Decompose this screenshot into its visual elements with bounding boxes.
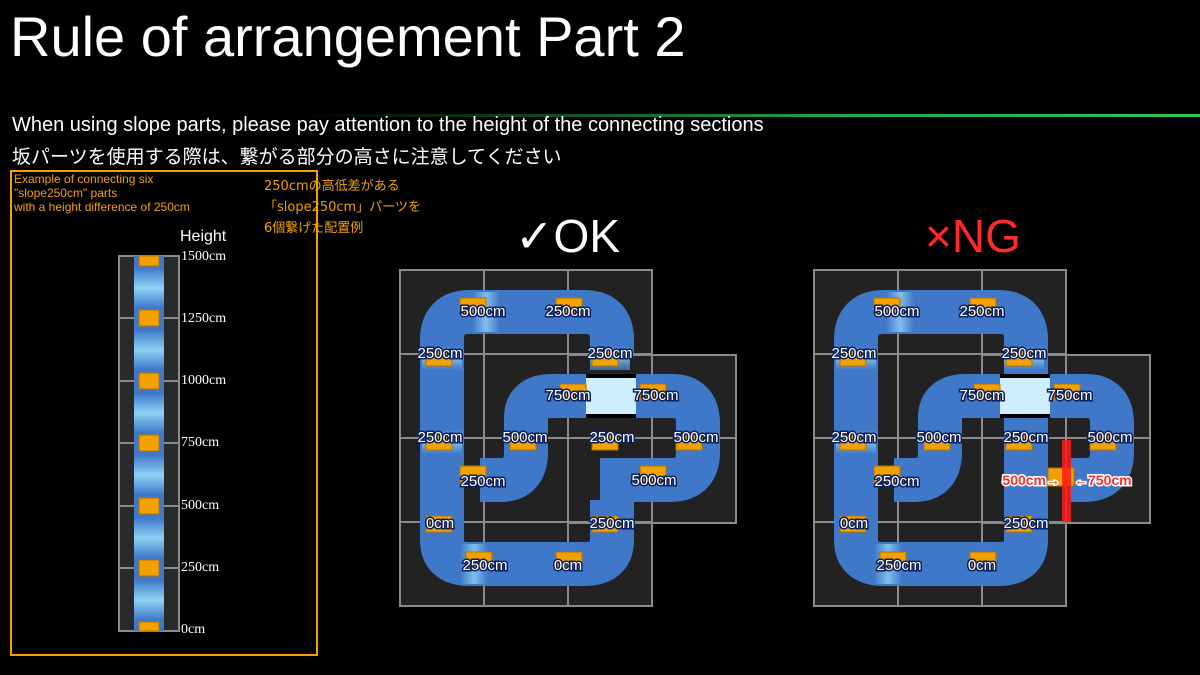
ok-height-label: 0cm — [554, 557, 582, 574]
legend-en-line: Example of connecting six — [14, 172, 154, 186]
ok-height-label: 500cm — [502, 429, 547, 446]
subtitle-japanese: 坂パーツを使用する際は、繋がる部分の高さに注意してください — [12, 146, 562, 168]
height-tick-label: 500cm — [181, 498, 220, 513]
ng-height-label: 500cm — [916, 429, 961, 446]
ng-height-label: 250cm — [876, 557, 921, 574]
height-tick-label: 1250cm — [181, 311, 227, 326]
legend-text-japanese: 250cmの高低差がある 「slope250cm」パーツを 6個繋げた配置例 — [264, 176, 421, 239]
ok-height-label: 500cm — [631, 472, 676, 489]
ng-height-label: 250cm — [959, 303, 1004, 320]
mismatch-left-label: 500cm→ — [1002, 472, 1060, 488]
ng-heading: ×NG — [925, 210, 1021, 262]
ng-height-label: 250cm — [1003, 429, 1048, 446]
ok-height-label: 250cm — [417, 429, 462, 446]
ok-height-label: 750cm — [545, 387, 590, 404]
legend-text-english: Example of connecting six "slope250cm" p… — [14, 172, 190, 214]
ok-height-label: 500cm — [460, 303, 505, 320]
legend-en-line: "slope250cm" parts — [14, 186, 118, 200]
ng-height-label: 0cm — [840, 515, 868, 532]
subtitle-english: When using slope parts, please pay atten… — [12, 114, 764, 136]
mismatch-marker — [1062, 440, 1071, 522]
ng-height-label: 250cm — [831, 345, 876, 362]
height-tick-label: 750cm — [181, 435, 220, 450]
mismatch-right-label: ←750cm — [1074, 472, 1132, 488]
title-underline — [300, 114, 1200, 117]
ok-height-label: 250cm — [587, 345, 632, 362]
legend-ja-line: 250cmの高低差がある — [264, 179, 400, 194]
legend-ja-line: 「slope250cm」パーツを — [264, 200, 421, 215]
ng-height-label: 250cm — [831, 429, 876, 446]
ok-height-label: 250cm — [545, 303, 590, 320]
ok-height-label: 250cm — [460, 473, 505, 490]
ok-height-label: 0cm — [426, 515, 454, 532]
ng-height-label: 500cm — [874, 303, 919, 320]
ok-height-label: 250cm — [589, 515, 634, 532]
ok-track-diagram: 500cm 250cm 250cm 250cm 750cm 750cm 250c… — [399, 269, 737, 607]
height-tick-label: 0cm — [181, 622, 206, 637]
ng-height-label: 0cm — [968, 557, 996, 574]
ng-height-label: 250cm — [874, 473, 919, 490]
ok-height-label: 250cm — [462, 557, 507, 574]
legend-column — [118, 255, 180, 632]
legend-ja-line: 6個繋げた配置例 — [264, 221, 364, 236]
ng-track-diagram: 500cm 250cm 250cm 250cm 750cm 750cm 250c… — [813, 269, 1151, 607]
ok-heading: ✓OK — [515, 210, 621, 262]
ok-height-label: 500cm — [673, 429, 718, 446]
ng-height-label: 750cm — [959, 387, 1004, 404]
ok-height-label: 750cm — [633, 387, 678, 404]
ok-height-label: 250cm — [417, 345, 462, 362]
height-tick-label: 250cm — [181, 560, 220, 575]
page-title: Rule of arrangement Part 2 — [10, 5, 686, 68]
height-axis-title: Height — [180, 228, 227, 245]
legend-en-line: with a height difference of 250cm — [14, 200, 190, 214]
ng-height-label: 250cm — [1003, 515, 1048, 532]
ng-height-label: 500cm — [1087, 429, 1132, 446]
ng-height-label: 250cm — [1001, 345, 1046, 362]
height-tick-label: 1000cm — [181, 373, 227, 388]
height-tick-label: 1500cm — [181, 249, 227, 264]
ok-height-label: 250cm — [589, 429, 634, 446]
ng-height-label: 750cm — [1047, 387, 1092, 404]
legend-box — [10, 170, 318, 656]
